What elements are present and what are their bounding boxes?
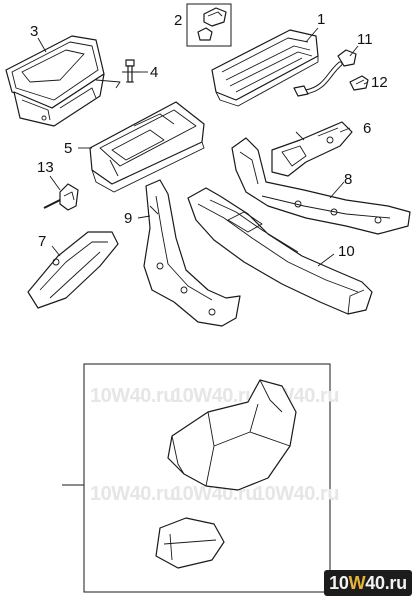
part-10-duct xyxy=(187,187,373,315)
inset-panel: 10W40.ru 10W40.ru 10W40.ru 10W40.ru 10W4… xyxy=(62,363,339,593)
callout-5: 5 xyxy=(64,140,72,157)
callout-13: 13 xyxy=(37,159,54,176)
leader-lines xyxy=(37,27,369,267)
part-7-small-duct xyxy=(27,231,119,309)
inset-large-cap xyxy=(167,379,297,491)
callout-8: 8 xyxy=(344,171,352,188)
callout-9: 9 xyxy=(124,210,132,227)
watermark-row-2c: 10W40.ru xyxy=(254,483,339,505)
callout-6: 6 xyxy=(363,120,371,137)
part-3-duct-box xyxy=(5,35,121,127)
part-13-stud xyxy=(43,183,79,211)
logo-text-40ru: 40.ru xyxy=(365,572,407,593)
part-5-tray xyxy=(89,101,205,193)
part-2-clip-inset xyxy=(186,3,232,47)
callout-7: 7 xyxy=(38,233,46,250)
callout-4: 4 xyxy=(150,64,158,81)
part-1-vent-grille xyxy=(211,29,319,107)
callout-10: 10 xyxy=(338,243,355,260)
part-9-pillar xyxy=(143,179,241,327)
part-6-bracket xyxy=(271,121,353,177)
logo-text-w: W xyxy=(348,572,366,593)
callout-11: 11 xyxy=(357,31,373,48)
part-8-rail xyxy=(231,137,411,235)
watermark-row-1b: 10W40.ru xyxy=(172,385,257,407)
callout-12: 12 xyxy=(371,74,388,91)
watermark-row-1a: 10W40.ru xyxy=(90,385,175,407)
callout-2: 2 xyxy=(174,12,182,29)
part-12-grommet xyxy=(349,75,369,91)
callout-1: 1 xyxy=(317,11,325,28)
logo-text-10: 10 xyxy=(329,572,349,593)
callout-labels: 3 2 1 11 12 4 5 6 13 8 9 10 7 xyxy=(30,11,388,260)
inset-small-cap xyxy=(155,517,225,569)
callout-3: 3 xyxy=(30,23,38,40)
watermark-row-2a: 10W40.ru xyxy=(90,483,175,505)
part-4-bolt xyxy=(122,59,140,83)
